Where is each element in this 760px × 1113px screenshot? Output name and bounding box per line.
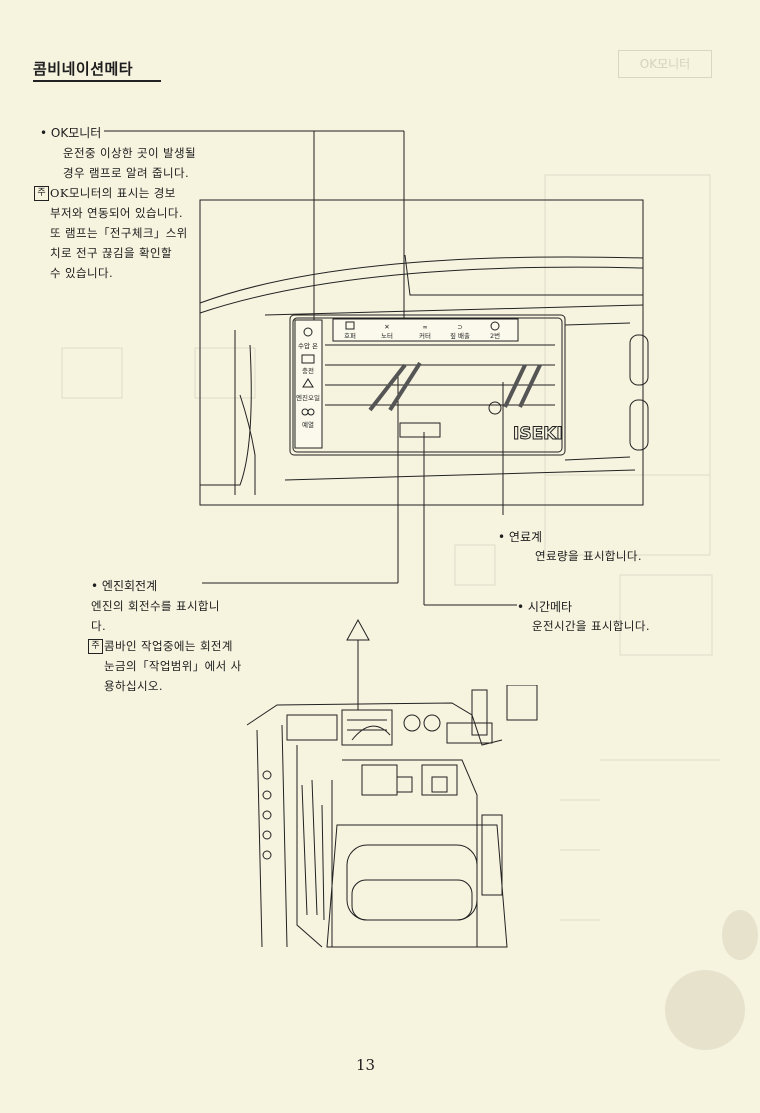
dashboard-illustration: 수압 온 충전 엔진오일 예열 호퍼 ✕ 노터 ∞ 커터 ⊃ 짚 배출 2번 I… (199, 199, 649, 506)
section-title: 콤비네이션메타 (33, 60, 134, 78)
callout-fuel-gauge-body: 연료량을 표시합니다. (535, 549, 642, 563)
lamp-label-charge: 충전 (302, 366, 314, 375)
note-mark-icon: 주 (88, 639, 103, 654)
lamp-label-cutter: 커터 (419, 331, 431, 340)
tachometer-note-text: 콤바인 작업중에는 회전계 눈금의「작업범위」에서 사 용하십시오. (104, 639, 242, 693)
bleed-through-tab: OK모니터 (618, 50, 712, 78)
left-lamp-column: 수압 온 충전 엔진오일 예열 (294, 319, 323, 449)
tachometer-label: 엔진회전계 (101, 579, 158, 593)
svg-text:⊃: ⊃ (457, 323, 462, 331)
lamp-label-straw-discharge: 짚 배출 (450, 331, 470, 340)
top-lamp-row: 호퍼 ✕ 노터 ∞ 커터 ⊃ 짚 배출 2번 (332, 318, 519, 342)
ok-monitor-note-text: OK모니터의 표시는 경보 부저와 연동되어 있습니다. 또 램프는「전구체크」… (50, 186, 188, 280)
callout-ok-monitor-body: 운전중 이상한 곳이 발생될 경우 램프로 알려 줍니다. (63, 146, 196, 180)
lamp-label-engine-oil: 엔진오일 (296, 393, 320, 402)
brand-logo: ISEKI (513, 424, 563, 444)
lamp-label-preheat: 예열 (302, 420, 314, 429)
callout-tachometer-label: • 엔진회전계 (91, 579, 158, 593)
cab-illustration (246, 685, 538, 948)
callout-tachometer-body: 엔진의 회전수를 표시합니 다. (91, 599, 220, 633)
callout-fuel-gauge-label: • 연료계 (498, 530, 543, 544)
title-underline (33, 80, 161, 82)
page-number: 13 (356, 1056, 376, 1074)
hour-meter-label: 시간메타 (527, 600, 573, 614)
callout-ok-monitor-label: • OK모니터 (40, 126, 102, 140)
lamp-label-hopper: 호퍼 (344, 331, 356, 340)
note-mark-icon: 주 (34, 186, 49, 201)
ok-monitor-label: OK모니터 (50, 126, 102, 140)
callout-hour-meter-body: 운전시간을 표시합니다. (532, 619, 650, 633)
callout-hour-meter-label: • 시간메타 (517, 600, 573, 614)
svg-text:∞: ∞ (422, 323, 427, 331)
svg-text:✕: ✕ (384, 323, 389, 331)
fuel-gauge-label: 연료계 (508, 530, 543, 544)
lamp-label-second-auger: 2번 (490, 331, 500, 340)
lamp-label-knotter: 노터 (381, 331, 393, 340)
lamp-label-water-temp: 수압 온 (298, 342, 318, 350)
